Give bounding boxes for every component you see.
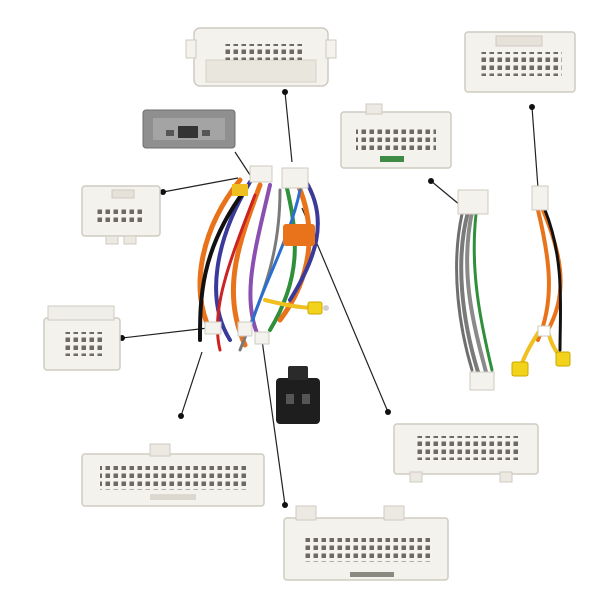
connector-left-upper (81, 185, 161, 245)
rca-plug-center (307, 301, 329, 315)
harness-connector-bodies (204, 165, 315, 345)
connector-black-power (276, 366, 320, 424)
connector-bottom-left (81, 443, 265, 507)
connector-grey (142, 109, 236, 149)
connector-bottom-center (283, 505, 449, 581)
connector-top-right (464, 31, 576, 93)
right-cable-assembly-orange (511, 185, 571, 377)
connector-right-top-middle (340, 103, 452, 169)
right-cable-assembly-green (455, 189, 495, 391)
connector-top-center (185, 27, 337, 87)
connector-left-middle (43, 305, 121, 371)
connector-right-lower (393, 423, 539, 483)
